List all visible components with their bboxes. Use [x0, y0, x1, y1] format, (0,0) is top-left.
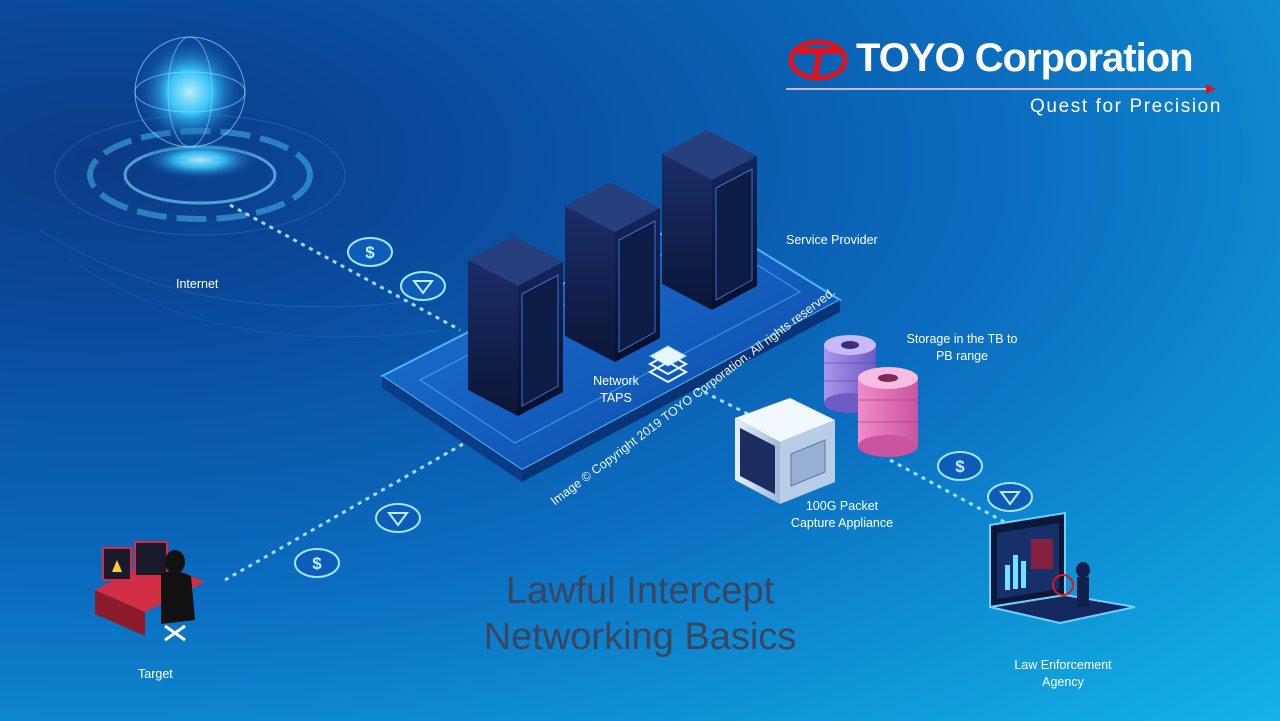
svg-text:$: $ [955, 457, 965, 476]
toyo-logo-mark [788, 39, 848, 81]
packet-capture-appliance-icon [735, 398, 835, 504]
svg-text:$: $ [312, 554, 322, 573]
hacker-workstation-icon [95, 541, 205, 642]
server-rack-icon [565, 182, 660, 362]
label-packet-capture: 100G Packet Capture Appliance [790, 499, 894, 530]
title-line-1: Lawful Intercept [505, 570, 775, 612]
signal-coin-icon [400, 271, 446, 301]
diagram-title: Lawful Intercept Networking Basics [440, 568, 840, 660]
label-storage: Storage in the TB to PB range [906, 332, 1018, 363]
brand-logo: TOYO Corporation Quest for Precision [786, 36, 1226, 120]
signal-coin-icon [375, 503, 421, 533]
dollar-coin-icon: $ [347, 237, 393, 267]
globe-icon [39, 36, 441, 338]
svg-text:$: $ [365, 243, 375, 262]
brand-tagline: Quest for Precision [1030, 96, 1222, 117]
server-rack-icon [662, 130, 757, 310]
label-network-taps: Network TAPS [593, 374, 639, 405]
server-rack-icon [468, 236, 563, 416]
dollar-coin-icon: $ [294, 548, 340, 578]
brand-name: TOYO Corporation [856, 36, 1194, 80]
signal-coin-icon [987, 482, 1033, 512]
database-icon [858, 367, 918, 457]
label-internet: Internet [176, 277, 219, 291]
title-line-2: Networking Basics [483, 616, 797, 658]
label-law-enforcement: Law Enforcement Agency [1014, 658, 1112, 689]
brand-arrow-icon [1206, 84, 1216, 94]
laptop-analyst-icon [989, 511, 1136, 625]
label-target: Target [138, 667, 173, 681]
connection-lines [224, 203, 1011, 582]
network-tap-icon [647, 345, 689, 384]
dollar-coin-icon: $ [937, 451, 983, 481]
brand-divider [786, 88, 1211, 90]
label-service-provider: Service Provider [786, 233, 878, 247]
